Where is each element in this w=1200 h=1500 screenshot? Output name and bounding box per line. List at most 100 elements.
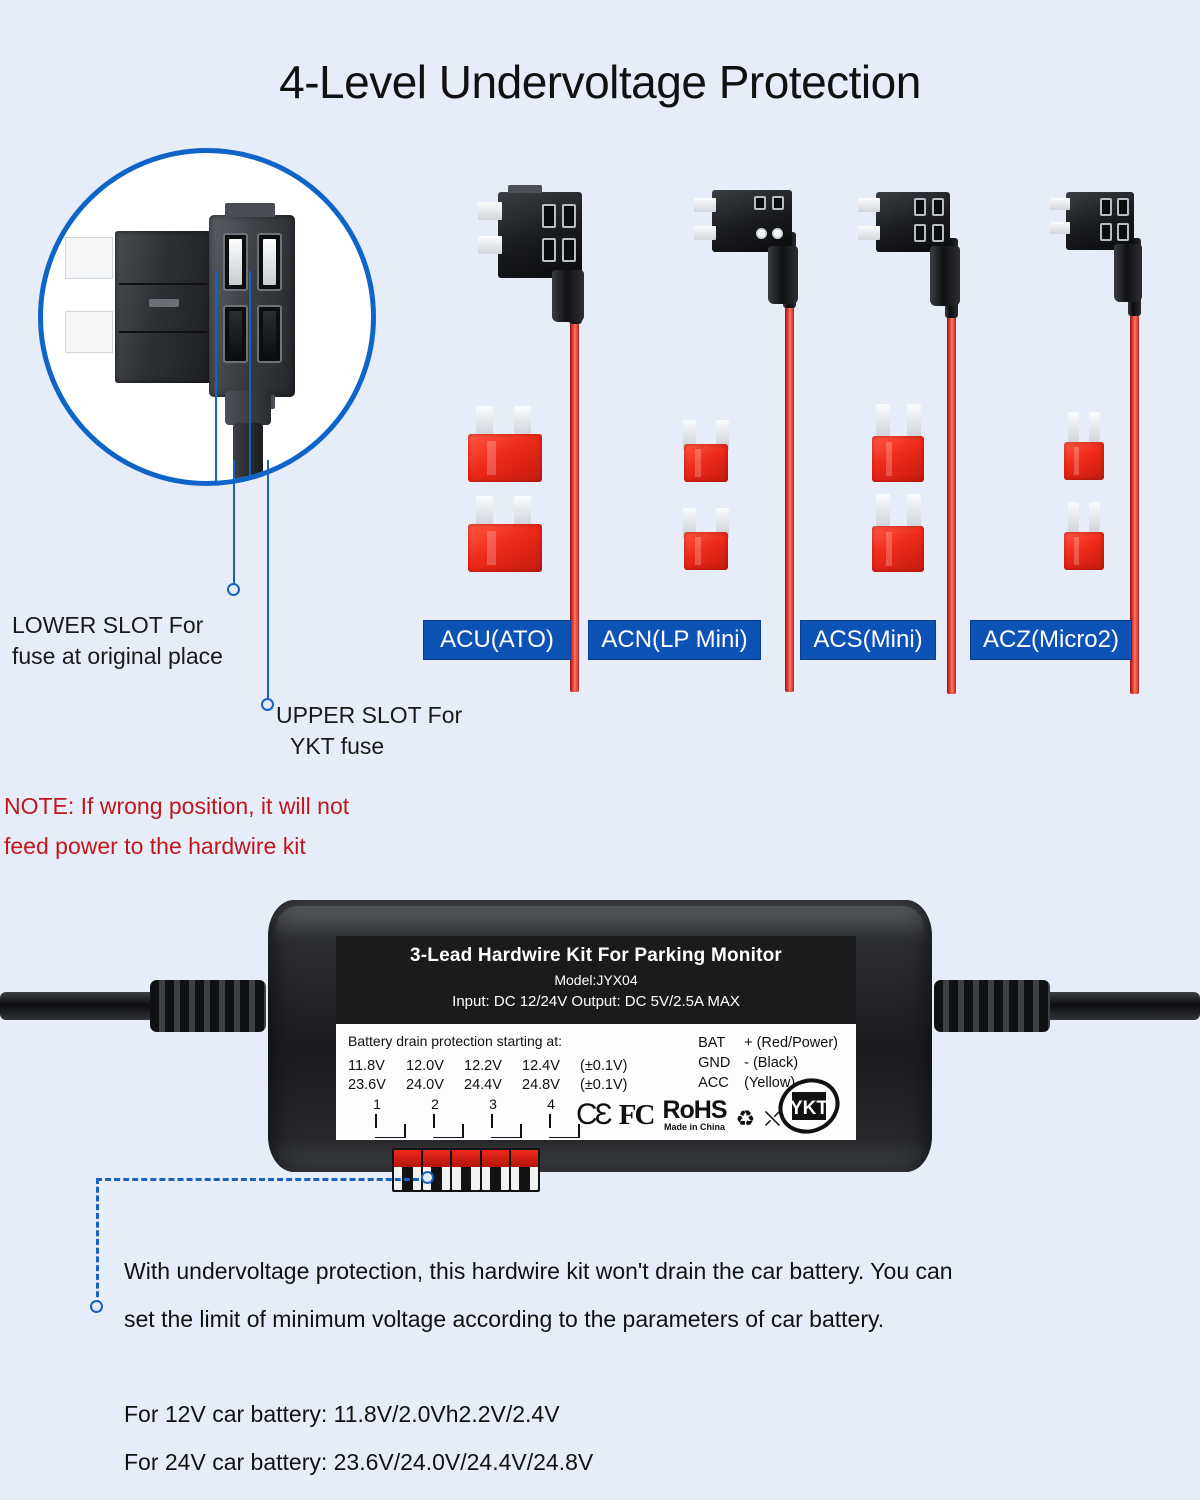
- cable-right: [1030, 992, 1200, 1020]
- plug-tab-lower: [65, 311, 113, 353]
- description-line2: set the limit of minimum voltage accordi…: [124, 1306, 885, 1332]
- dip-switch-4[interactable]: [481, 1150, 510, 1190]
- dip-switch-5[interactable]: [510, 1150, 539, 1190]
- pinout-gnd-value: - (Black): [744, 1055, 799, 1071]
- switch-number-1: 1: [373, 1096, 381, 1112]
- pinout-bat-key: BAT: [698, 1035, 726, 1051]
- pinout-gnd-key: GND: [698, 1055, 731, 1071]
- battery-setting-12v: For 12V car battery: 11.8V/2.0Vh2.2V/2.4…: [124, 1401, 560, 1427]
- device-model: Model:JYX04: [554, 972, 638, 988]
- dip-callout-dot-device: [421, 1171, 434, 1184]
- switch-number-3: 3: [489, 1096, 497, 1112]
- voltage-12v-tolerance: (±0.1V): [580, 1058, 628, 1074]
- cable-left: [0, 992, 160, 1020]
- voltage-12v-3: 12.2V: [464, 1058, 502, 1074]
- upper-slot-left: [223, 233, 248, 291]
- dip-switch-2[interactable]: [423, 1150, 451, 1190]
- lower-slot-dot: [227, 583, 240, 596]
- dip-switch-3[interactable]: [452, 1150, 480, 1190]
- switch-number-row: 1 2 3 4: [348, 1096, 580, 1112]
- fcc-mark-icon: FC: [618, 1099, 656, 1131]
- warning-note: NOTE: If wrong position, it will not fee…: [4, 786, 524, 866]
- pinout-legend: BAT + (Red/Power) GND - (Black) ACC (Yel…: [698, 1033, 838, 1093]
- device-heading: 3-Lead Hardwire Kit For Parking Monitor: [409, 945, 782, 966]
- upper-slot-right: [257, 233, 282, 291]
- fuse-mini-upper: [870, 404, 926, 482]
- rohs-mark: RoHS Made in China: [662, 1096, 727, 1133]
- upper-slot-callout-line1: UPPER SLOT For: [276, 702, 463, 728]
- description-line1: With undervoltage protection, this hardw…: [124, 1258, 953, 1284]
- upper-slot-callout: UPPER SLOT For YKT fuse: [276, 700, 526, 762]
- voltage-table: 11.8V 12.0V 12.2V 12.4V (±0.1V) 23.6V 24…: [348, 1057, 650, 1095]
- dip-callout-vertical: [96, 1178, 99, 1306]
- voltage-24v-3: 24.4V: [464, 1077, 502, 1093]
- pinout-acc-value: (Yellow): [744, 1075, 796, 1091]
- pinout-acc: ACC (Yellow): [698, 1073, 838, 1093]
- device-black-label: 3-Lead Hardwire Kit For Parking Monitor …: [336, 936, 856, 1024]
- dip-switch-1[interactable]: [394, 1150, 422, 1190]
- fuse-micro2-upper: [1062, 412, 1106, 480]
- voltage-24v-4: 24.8V: [522, 1077, 560, 1093]
- switch-number-4: 4: [547, 1096, 555, 1112]
- fuse-type-chip-acn[interactable]: ACN(LP Mini): [588, 620, 761, 660]
- lower-slot-callout-line2: fuse at original place: [12, 643, 223, 669]
- voltage-row-12v: 11.8V 12.0V 12.2V 12.4V (±0.1V): [348, 1057, 650, 1076]
- voltage-12v-1: 11.8V: [348, 1058, 385, 1074]
- battery-settings-text: For 12V car battery: 11.8V/2.0Vh2.2V/2.4…: [124, 1390, 1024, 1486]
- rohs-label: RoHS: [662, 1096, 727, 1124]
- fuse-ato-upper: [468, 406, 542, 482]
- warning-note-line1: NOTE: If wrong position, it will not: [4, 793, 350, 819]
- plug-cable-boot: [225, 391, 271, 425]
- lower-slot-leader-inner: [215, 271, 217, 481]
- pinout-bat-value: + (Red/Power): [744, 1035, 838, 1051]
- pinout-acc-key: ACC: [698, 1075, 729, 1091]
- description-text: With undervoltage protection, this hardw…: [124, 1247, 1144, 1343]
- weee-bin-icon: ⛌: [764, 1106, 781, 1131]
- fuse-holder-magnifier: [38, 148, 376, 486]
- switch-number-2: 2: [431, 1096, 439, 1112]
- fuse-type-chip-acz[interactable]: ACZ(Micro2): [970, 620, 1132, 660]
- voltage-24v-tolerance: (±0.1V): [580, 1077, 628, 1093]
- plug-cable-tail: [233, 423, 263, 481]
- lower-slot-left: [223, 305, 248, 363]
- ykt-logo: YKT: [778, 1078, 840, 1134]
- dip-callout-horizontal: [96, 1178, 428, 1181]
- drain-protection-title: Battery drain protection starting at:: [348, 1033, 562, 1049]
- lower-slot-callout-line1: LOWER SLOT For: [12, 612, 204, 638]
- upper-slot-leader: [267, 460, 269, 700]
- dip-callout-dot-bottom: [90, 1300, 103, 1313]
- voltage-12v-4: 12.4V: [522, 1058, 560, 1074]
- fuse-tap-ato-head: [498, 185, 582, 278]
- fuse-type-chip-acu[interactable]: ACU(ATO): [423, 620, 571, 660]
- recycle-icon: ♻: [735, 1106, 756, 1131]
- plug-body: [115, 231, 211, 383]
- device-white-label: Battery drain protection starting at: 11…: [336, 1024, 856, 1140]
- fuse-type-chip-acs[interactable]: ACS(Mini): [800, 620, 936, 660]
- voltage-24v-1: 23.6V: [348, 1077, 386, 1093]
- fuse-lp-mini-lower: [680, 508, 732, 570]
- strain-relief-left: [150, 980, 266, 1032]
- voltage-24v-2: 24.0V: [406, 1077, 444, 1093]
- switch-pointer-lines: [348, 1114, 588, 1138]
- pinout-bat: BAT + (Red/Power): [698, 1033, 838, 1053]
- voltage-row-24v: 23.6V 24.0V 24.4V 24.8V (±0.1V): [348, 1076, 650, 1095]
- lower-slot-right: [257, 305, 282, 363]
- voltage-12v-2: 12.0V: [406, 1058, 444, 1074]
- lower-slot-callout: LOWER SLOT For fuse at original place: [12, 610, 227, 672]
- fuse-tap-micro2-head: [1066, 192, 1134, 250]
- svg-text:YKT: YKT: [790, 1098, 828, 1119]
- upper-slot-callout-line2: YKT fuse: [290, 733, 385, 759]
- warning-note-line2: feed power to the hardwire kit: [4, 833, 306, 859]
- fuse-mini-lower: [870, 494, 926, 572]
- upper-slot-dot: [261, 698, 274, 711]
- fuse-ato-lower: [468, 496, 542, 572]
- upper-slot-leader-inner: [249, 271, 251, 481]
- pinout-gnd: GND - (Black): [698, 1053, 838, 1073]
- fuse-lp-mini-upper: [680, 420, 732, 482]
- dip-switch-bank[interactable]: [392, 1148, 540, 1192]
- battery-setting-24v: For 24V car battery: 23.6V/24.0V/24.4V/2…: [124, 1449, 594, 1475]
- made-in-china-label: Made in China: [663, 1122, 725, 1132]
- plug-tab-upper: [65, 237, 113, 279]
- device-io-spec: Input: DC 12/24V Output: DC 5V/2.5A MAX: [452, 993, 740, 1010]
